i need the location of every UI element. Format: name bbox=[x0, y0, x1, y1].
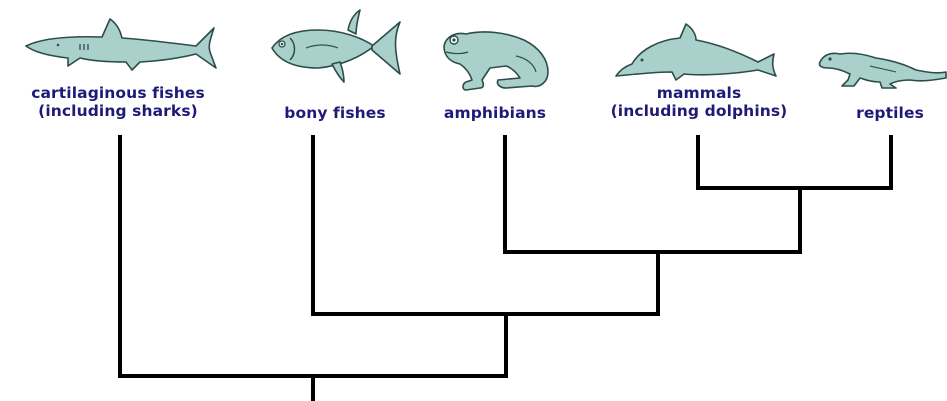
branch-mammals-reptiles bbox=[698, 137, 891, 188]
branch-bony-fishes-clade bbox=[313, 137, 658, 314]
branch-amphibians-clade bbox=[505, 137, 800, 252]
